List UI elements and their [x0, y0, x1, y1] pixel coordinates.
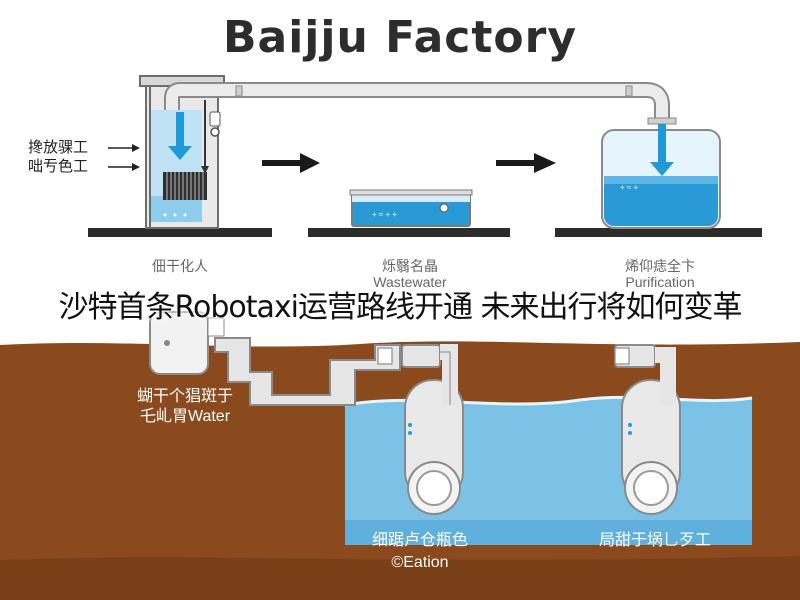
left-callout-label-2: 咄亐色工 — [28, 158, 89, 175]
diagram-title: Baijju Factory — [222, 12, 577, 63]
bottom-left-label-1: 蝴干个猖斑于 — [136, 388, 233, 405]
basin-marks: + ≈ + + — [372, 210, 397, 219]
stage3-caption: 烯仰痣全卞 — [625, 258, 695, 274]
stage3-caption-en: Purification — [625, 274, 695, 290]
stage2-caption-en: Wastewater — [373, 274, 447, 290]
purification-tank: + ≈ + — [601, 129, 721, 229]
transfer-pipe — [164, 82, 677, 125]
underground-pipe-network — [214, 337, 676, 406]
bottom-left-label-2: 乇乢胃Water — [139, 408, 231, 425]
pipe-valve-labels — [377, 347, 630, 365]
blue-down-arrow-right — [650, 124, 674, 176]
left-callout-label-1: 搀放骒工 — [28, 139, 89, 156]
blue-down-arrow-left — [168, 112, 192, 160]
platform-middle — [308, 228, 510, 237]
overlay-headline: 沙特首条Robotaxi运营路线开通 未来出行将如何变革 — [58, 290, 742, 325]
ground-shade — [0, 556, 800, 600]
stage2-caption: 烁翳名晶 — [382, 258, 438, 274]
platform-left — [88, 228, 272, 237]
intake-pipe-middle — [404, 379, 464, 515]
bottom-middle-label-2: ©Eation — [391, 554, 449, 571]
callout-arrow-2 — [108, 163, 140, 171]
process-arrow-1 — [262, 153, 320, 173]
callout-arrow-1 — [108, 144, 140, 152]
platform-right — [555, 228, 762, 237]
distillation-column — [139, 75, 225, 229]
bottom-middle-label-1: 细踞卢仓瓶色 — [371, 532, 468, 549]
bottom-right-label: 局甜于埚乚歹工 — [598, 532, 711, 549]
process-arrow-2 — [496, 153, 556, 173]
stage1-caption: 佃干化人 — [152, 258, 208, 274]
wastewater-basin: + ≈ + + — [349, 189, 473, 227]
collector-cylinder — [149, 311, 225, 375]
tank-marks: + ≈ + — [620, 183, 639, 192]
intake-pipe-right — [621, 379, 681, 515]
